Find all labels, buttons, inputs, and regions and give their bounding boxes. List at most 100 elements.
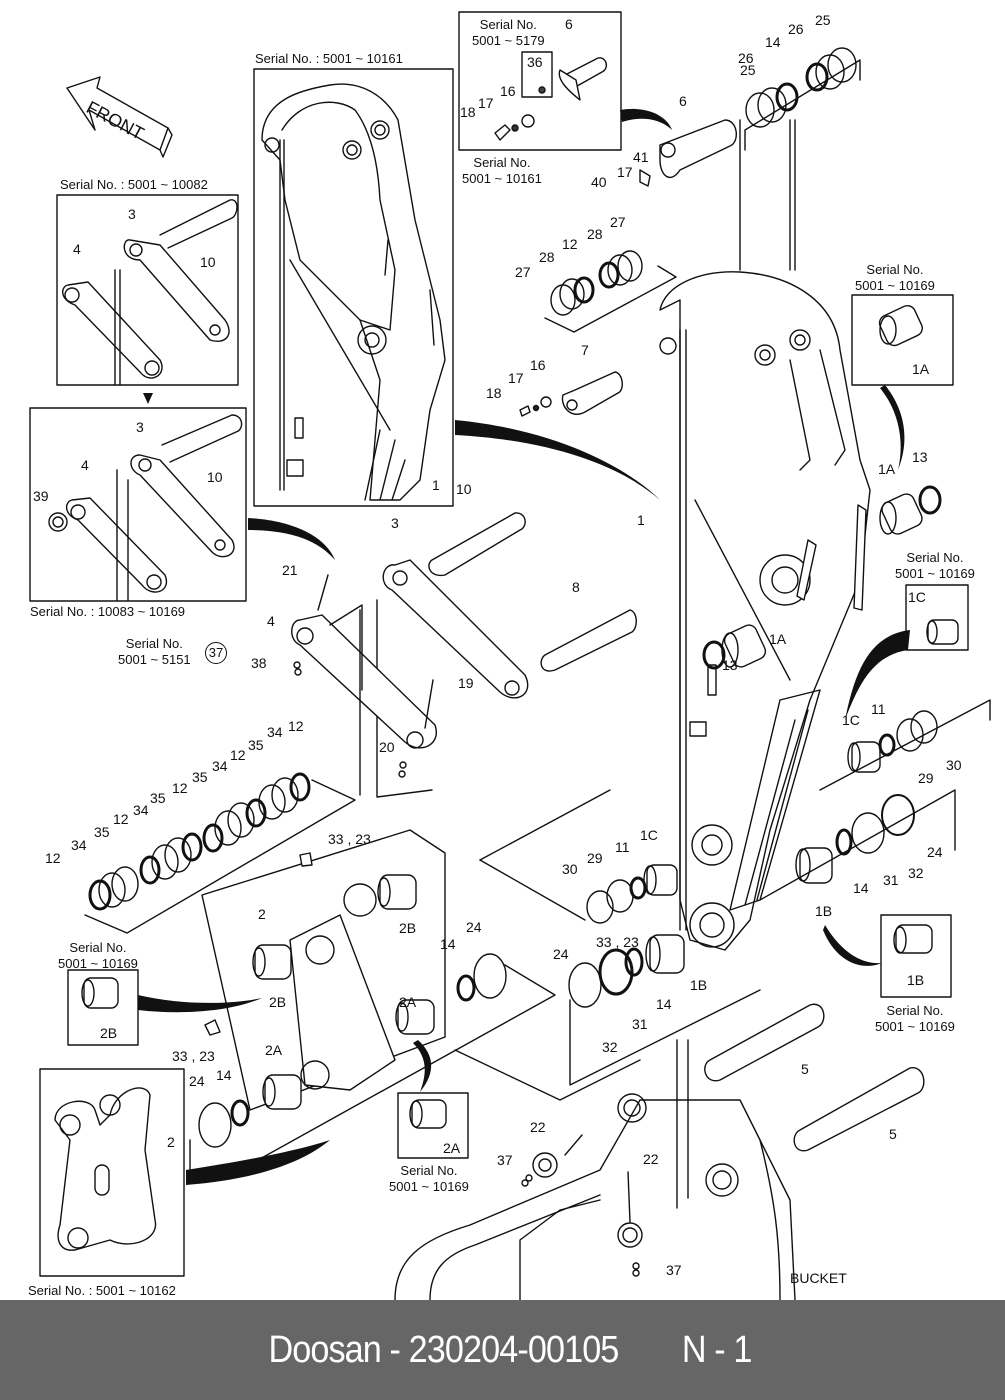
bushing-1b-left bbox=[568, 934, 761, 1086]
callout-16: 16 bbox=[530, 357, 546, 373]
callout-25: 25 bbox=[740, 62, 756, 78]
bushing-1b-box bbox=[880, 914, 952, 998]
callout-41: 41 bbox=[633, 149, 649, 165]
serial-link-a: Serial No. : 5001 ~ 10082 bbox=[60, 177, 208, 192]
arm-main-drawing bbox=[659, 271, 871, 951]
pin7-drawing bbox=[519, 371, 623, 417]
boom-inset-box bbox=[253, 68, 454, 507]
callout-18: 18 bbox=[460, 104, 476, 120]
parts-diagram: FRONT BUCKET Serial No. : 5001 ~ 10161 S… bbox=[28, 11, 991, 1300]
callout-2a: 2A bbox=[265, 1042, 283, 1058]
serial-link-b: Serial No. : 10083 ~ 10169 bbox=[30, 604, 186, 619]
callout-22: 22 bbox=[530, 1119, 546, 1135]
serial-nut-38: Serial No. 5001 ~ 5151 bbox=[118, 636, 191, 667]
bushing-2a-box bbox=[397, 1092, 469, 1159]
callout-17: 17 bbox=[508, 370, 524, 386]
callout-1a: 1A bbox=[878, 461, 896, 477]
link2-assembly bbox=[189, 829, 556, 1176]
callout-18: 18 bbox=[486, 385, 502, 401]
callout-32: 32 bbox=[908, 865, 924, 881]
link-inset-box-b bbox=[29, 407, 247, 602]
callout-1b: 1B bbox=[907, 972, 925, 988]
callout-24: 24 bbox=[466, 919, 482, 935]
callout-12: 12 bbox=[172, 780, 188, 796]
callout-2b: 2B bbox=[269, 994, 287, 1010]
boom-top-drawing bbox=[261, 83, 446, 501]
callout-37-circled: 37 bbox=[205, 642, 227, 664]
pin6-inset-drawing bbox=[494, 57, 608, 141]
callout-3: 3 bbox=[128, 206, 136, 222]
callout-30: 30 bbox=[562, 861, 578, 877]
pointer-arc-icon bbox=[138, 995, 262, 1013]
washer-stack-6 bbox=[744, 47, 861, 271]
bushing-1a-drawing bbox=[702, 485, 942, 670]
callout-3: 3 bbox=[391, 515, 399, 531]
pointer-arc-icon bbox=[413, 1040, 432, 1092]
callout-11: 11 bbox=[871, 701, 886, 717]
callout-29: 29 bbox=[918, 770, 934, 786]
callout-12: 12 bbox=[45, 850, 61, 866]
callout-1a: 1A bbox=[912, 361, 930, 377]
callout-5: 5 bbox=[889, 1126, 897, 1142]
callout-35: 35 bbox=[192, 769, 208, 785]
callout-14: 14 bbox=[440, 936, 456, 952]
callout-31: 31 bbox=[883, 872, 899, 888]
callout-22: 22 bbox=[643, 1151, 659, 1167]
callout-35: 35 bbox=[248, 737, 264, 753]
callout-39: 39 bbox=[33, 488, 49, 504]
callout-4: 4 bbox=[73, 241, 81, 257]
washer-stack-links bbox=[84, 609, 361, 934]
callout-38: 38 bbox=[251, 655, 267, 671]
arrow-down-icon bbox=[143, 393, 153, 404]
callout-21: 21 bbox=[282, 562, 298, 578]
callout-13: 13 bbox=[912, 449, 928, 465]
link4-main bbox=[291, 574, 438, 778]
callout-2a: 2A bbox=[399, 994, 417, 1010]
callout-14: 14 bbox=[656, 996, 672, 1012]
serial-link2: Serial No. : 5001 ~ 10162 bbox=[28, 1283, 176, 1298]
callout-1: 1 bbox=[432, 477, 440, 493]
serial-bushing-1b: Serial No. 5001 ~ 10169 bbox=[875, 1003, 955, 1034]
callout-12: 12 bbox=[288, 718, 304, 734]
bushing-1b-right bbox=[759, 789, 956, 901]
callout-37: 37 bbox=[666, 1262, 682, 1278]
link3-main bbox=[376, 512, 637, 861]
callout-7: 7 bbox=[581, 342, 589, 358]
bushing-1a-box bbox=[851, 294, 954, 386]
pin5-drawing bbox=[704, 1003, 925, 1152]
callout-29: 29 bbox=[587, 850, 603, 866]
callout-27: 27 bbox=[515, 264, 531, 280]
callout-1: 1 bbox=[637, 512, 645, 528]
callout-27: 27 bbox=[610, 214, 626, 230]
footer-part-number: Doosan - 230204-00105 bbox=[268, 1328, 620, 1371]
callout-2b: 2B bbox=[100, 1025, 118, 1041]
bucket-drawing bbox=[394, 1039, 796, 1300]
callout-2a: 2A bbox=[443, 1140, 461, 1156]
serial-pin6-bottom: Serial No. 5001 ~ 10161 bbox=[462, 155, 542, 186]
callout-1a: 1A bbox=[769, 631, 787, 647]
callout-37: 37 bbox=[497, 1152, 513, 1168]
callout-17: 17 bbox=[617, 164, 633, 180]
callout-6: 6 bbox=[679, 93, 687, 109]
pointer-arc-icon bbox=[248, 518, 335, 560]
callout-8: 8 bbox=[572, 579, 580, 595]
link-inset-box-a bbox=[56, 194, 239, 386]
bushing-1c-right bbox=[819, 699, 991, 791]
serial-bushing-2b: Serial No. 5001 ~ 10169 bbox=[58, 940, 138, 971]
callout-35: 35 bbox=[94, 824, 110, 840]
callout-11: 11 bbox=[615, 839, 630, 855]
callout-12: 12 bbox=[113, 811, 129, 827]
link-drawing-b bbox=[48, 414, 243, 601]
callout-14: 14 bbox=[216, 1067, 232, 1083]
callout-25: 25 bbox=[815, 12, 831, 28]
pointer-arc-icon bbox=[823, 925, 882, 966]
callout-34: 34 bbox=[267, 724, 283, 740]
bushing-1c-box bbox=[905, 584, 969, 651]
callout-10: 10 bbox=[207, 469, 223, 485]
callout-2b: 2B bbox=[399, 920, 417, 936]
pointer-arc-icon bbox=[455, 420, 660, 500]
callout-26: 26 bbox=[788, 21, 804, 37]
callout-33-23: 33 , 23 bbox=[596, 934, 639, 950]
callout-33-23: 33 , 23 bbox=[172, 1048, 215, 1064]
callout-19: 19 bbox=[458, 675, 474, 691]
